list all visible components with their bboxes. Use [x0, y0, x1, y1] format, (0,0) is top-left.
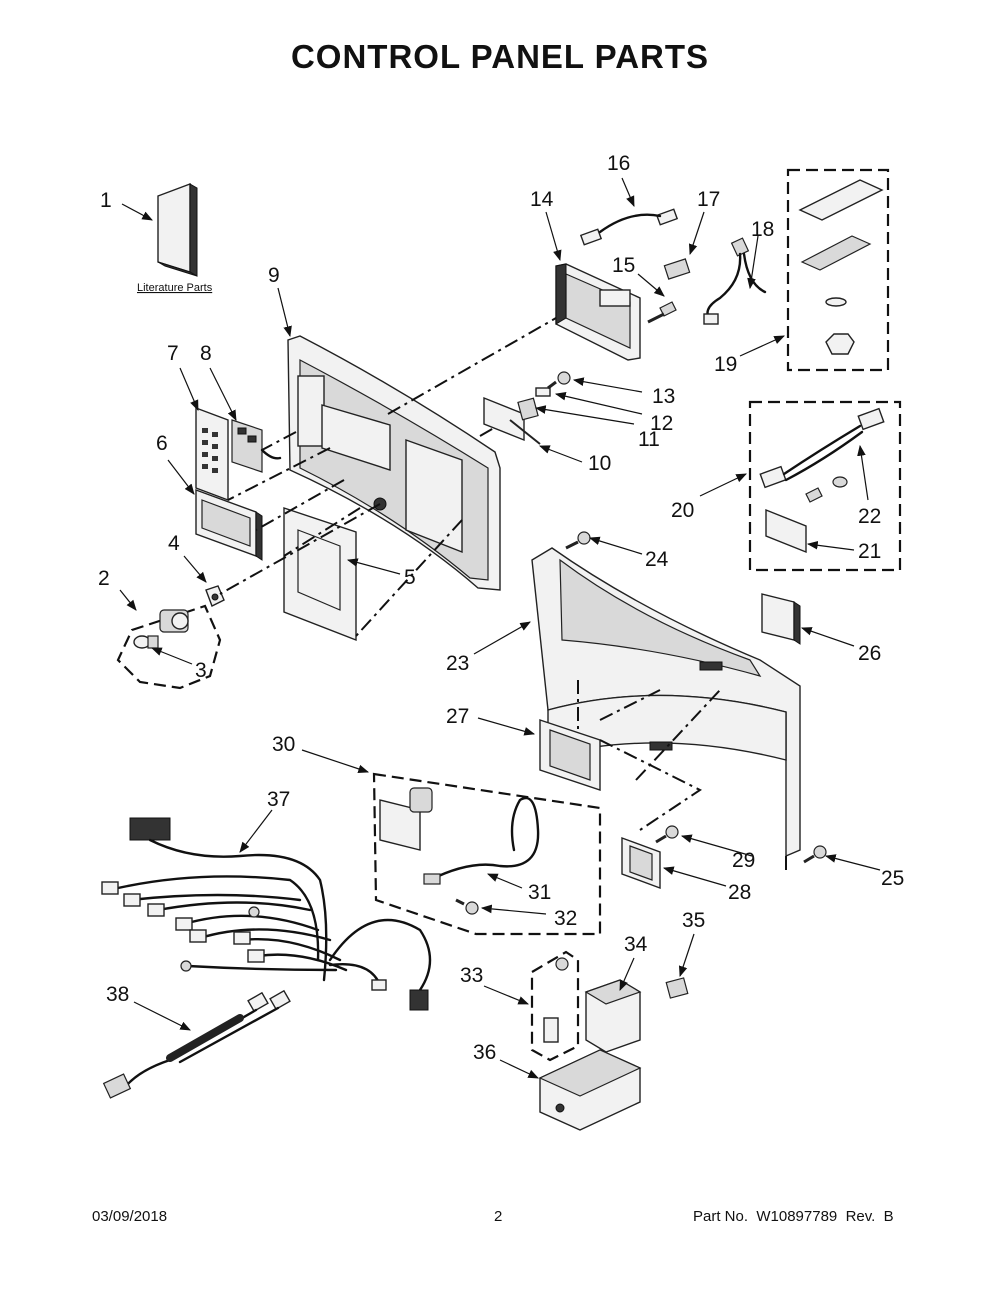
callout-34: 34	[624, 933, 648, 956]
part-3-light-bulb	[133, 635, 159, 649]
callout-24: 24	[645, 548, 669, 571]
callout-25: 25	[881, 867, 904, 890]
callout-14: 14	[530, 188, 554, 211]
callout-18: 18	[751, 218, 774, 241]
part-15-screw	[647, 301, 677, 324]
literature-parts-label: Literature Parts	[137, 282, 213, 294]
page-title: CONTROL PANEL PARTS	[290, 38, 710, 75]
footer-part-number: Part No. W10897789 Rev. B	[693, 1208, 894, 1225]
callout-20: 20	[671, 499, 694, 522]
callout-32: 32	[554, 907, 577, 930]
callout-36: 36	[473, 1041, 496, 1064]
part-6-display-module	[195, 488, 263, 561]
callout-29: 29	[732, 849, 755, 872]
part-30-sensor-kit	[372, 772, 602, 936]
callout-26: 26	[858, 642, 881, 665]
callout-28: 28	[728, 881, 751, 904]
callout-21: 21	[858, 540, 881, 563]
part-1-literature-booklet: Literature Parts	[137, 182, 213, 294]
callout-33: 33	[460, 964, 483, 987]
part-5-overlay-gasket	[283, 507, 357, 642]
part-2-knob-assembly	[116, 604, 222, 690]
part-13-screw	[547, 371, 571, 390]
callout-10: 10	[588, 452, 611, 475]
part-8-switch-board	[231, 419, 282, 473]
callout-23: 23	[446, 652, 469, 675]
callout-5: 5	[404, 566, 416, 589]
part-35-switch	[665, 977, 689, 999]
part-16-wire-harness	[579, 208, 679, 246]
callout-9: 9	[268, 264, 280, 287]
callout-17: 17	[697, 188, 720, 211]
callout-37: 37	[267, 788, 290, 811]
callout-22: 22	[858, 505, 881, 528]
part-10-bracket	[483, 396, 541, 445]
alignment-lines	[219, 317, 787, 870]
callout-31: 31	[528, 881, 551, 904]
callout-8: 8	[200, 342, 212, 365]
callout-35: 35	[682, 909, 705, 932]
callout-30: 30	[272, 733, 295, 756]
part-36-housing-box	[538, 1049, 642, 1131]
part-9-console-panel	[287, 335, 501, 591]
part-37-main-wire-harness	[101, 817, 432, 1011]
part-27-bracket	[539, 719, 601, 791]
callout-38: 38	[106, 983, 129, 1006]
footer-date: 03/09/2018	[92, 1208, 168, 1225]
part-17-connector	[663, 258, 691, 280]
callout-3: 3	[195, 659, 207, 682]
callout-16: 16	[607, 152, 630, 175]
callout-7: 7	[167, 342, 179, 365]
callout-1: 1	[100, 189, 112, 212]
part-20-harness-kit	[748, 400, 902, 572]
part-25-screw	[803, 845, 827, 864]
part-38-power-harness	[102, 989, 291, 1099]
callout-6: 6	[156, 432, 168, 455]
footer-page-number: 2	[494, 1208, 503, 1225]
part-7-keypad	[195, 406, 229, 502]
callout-19: 19	[714, 353, 737, 376]
part-26-cover-plate	[761, 593, 801, 645]
leader-arrows	[119, 177, 881, 1079]
callout-4: 4	[168, 532, 180, 555]
part-18-wire-harness	[703, 237, 767, 325]
part-28-mounting-bracket	[621, 836, 661, 890]
part-34-relay-box	[584, 979, 642, 1053]
part-4-bracket	[205, 585, 225, 607]
part-31-wire	[423, 796, 540, 885]
part-33-bracket-kit	[530, 950, 580, 1062]
callout-12: 12	[650, 412, 673, 435]
part-29-screw	[655, 825, 679, 844]
part-12-clip	[535, 387, 551, 397]
callout-15: 15	[612, 254, 635, 277]
part-14-ui-board-housing	[555, 263, 641, 361]
part-19-mounting-kit	[786, 168, 890, 372]
part-24-screw	[565, 531, 591, 550]
callout-11: 11	[638, 428, 660, 451]
callout-2: 2	[98, 567, 110, 590]
part-23-control-housing	[531, 547, 801, 858]
callout-27: 27	[446, 705, 469, 728]
part-32-screw	[455, 898, 479, 915]
callout-13: 13	[652, 385, 675, 408]
callout-labels: 1 2 3 4 5 6 7 8 9 10 11 12 13 14 15 16 1…	[98, 152, 904, 1064]
